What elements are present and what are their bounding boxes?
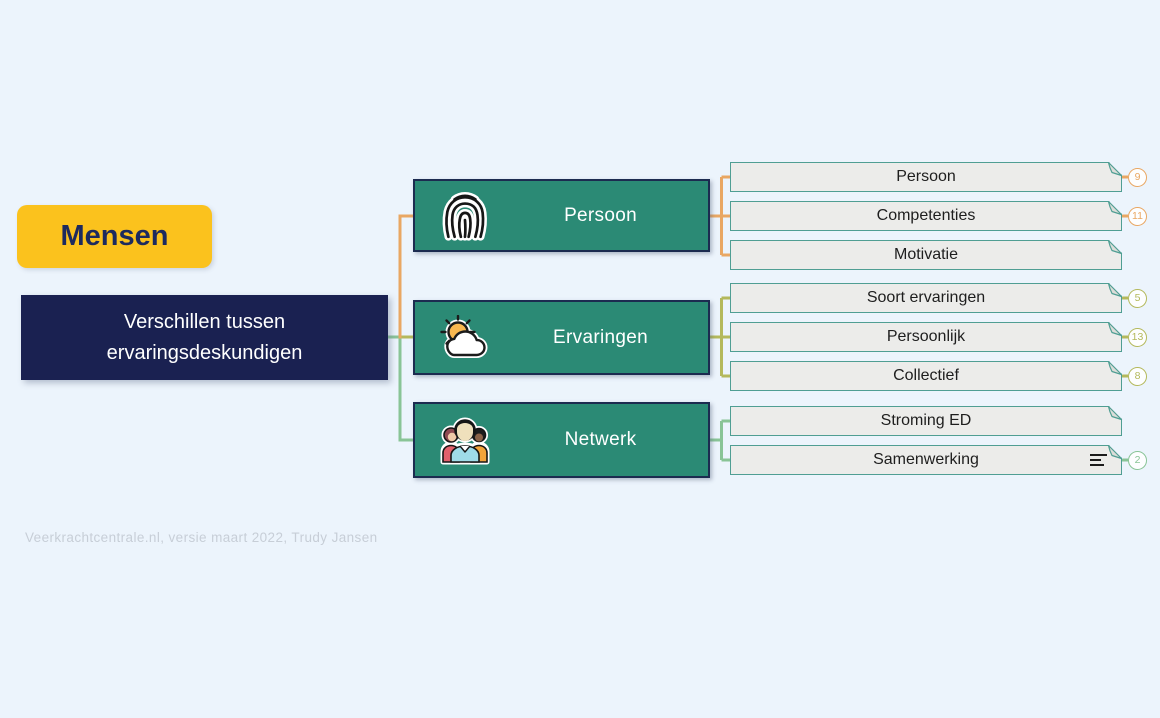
page-fold-icon	[1107, 282, 1123, 297]
child-node-soort-ervaringen[interactable]: Soort ervaringen	[730, 282, 1123, 313]
root-label-node[interactable]: Mensen	[17, 205, 212, 268]
page-fold-icon	[1107, 405, 1123, 420]
count-badge[interactable]: 2	[1128, 450, 1147, 470]
count-badge[interactable]: 5	[1128, 288, 1147, 308]
count-badge[interactable]: 9	[1128, 167, 1147, 187]
page-fold-icon	[1107, 360, 1123, 375]
central-topic-node[interactable]: Verschillen tussen ervaringsdeskundigen	[21, 295, 388, 380]
child-node-competenties[interactable]: Competenties	[730, 200, 1123, 231]
people-icon	[437, 415, 493, 465]
child-label: Persoon	[896, 168, 956, 185]
child-label: Collectief	[893, 367, 959, 384]
page-fold-icon	[1107, 161, 1123, 176]
child-node-motivatie[interactable]: Motivatie	[730, 239, 1123, 270]
central-topic-text: Verschillen tussen ervaringsdeskundigen	[106, 310, 303, 364]
child-label: Competenties	[876, 207, 976, 224]
page-fold-icon	[1107, 321, 1123, 336]
footer-credit: Veerkrachtcentrale.nl, versie maart 2022…	[25, 530, 378, 545]
child-label: Stroming ED	[880, 412, 972, 429]
child-node-persoonlijk[interactable]: Persoonlijk	[730, 321, 1123, 352]
notes-icon[interactable]	[1089, 452, 1109, 468]
child-node-samenwerking[interactable]: Samenwerking	[730, 444, 1123, 475]
connector-persoon-left	[398, 214, 413, 339]
child-label: Persoonlijk	[886, 328, 966, 345]
count-badge[interactable]: 8	[1128, 366, 1147, 386]
sun-cloud-icon	[437, 314, 493, 361]
count-badge[interactable]: 13	[1128, 327, 1147, 347]
child-node-persoon[interactable]: Persoon	[730, 161, 1123, 192]
root-label-text: Mensen	[60, 220, 169, 252]
page-fold-icon	[1107, 239, 1123, 254]
child-label: Motivatie	[893, 246, 959, 263]
child-node-collectief[interactable]: Collectief	[730, 360, 1123, 391]
fingerprint-icon	[437, 189, 493, 243]
branch-label: Netwerk	[564, 429, 637, 450]
count-badge[interactable]: 11	[1128, 206, 1147, 226]
branch-label: Ervaringen	[553, 326, 648, 348]
child-node-stroming-ed[interactable]: Stroming ED	[730, 405, 1123, 436]
page-fold-icon	[1107, 200, 1123, 215]
page-fold-icon	[1107, 444, 1123, 459]
connector-netwerk-left	[388, 335, 413, 442]
branch-node-netwerk[interactable]: Netwerk	[413, 402, 710, 478]
child-label: Samenwerking	[873, 451, 979, 468]
branch-node-persoon[interactable]: Persoon	[413, 179, 710, 252]
child-label: Soort ervaringen	[866, 289, 986, 306]
branch-label: Persoon	[564, 204, 637, 226]
branch-node-ervaringen[interactable]: Ervaringen	[413, 300, 710, 375]
